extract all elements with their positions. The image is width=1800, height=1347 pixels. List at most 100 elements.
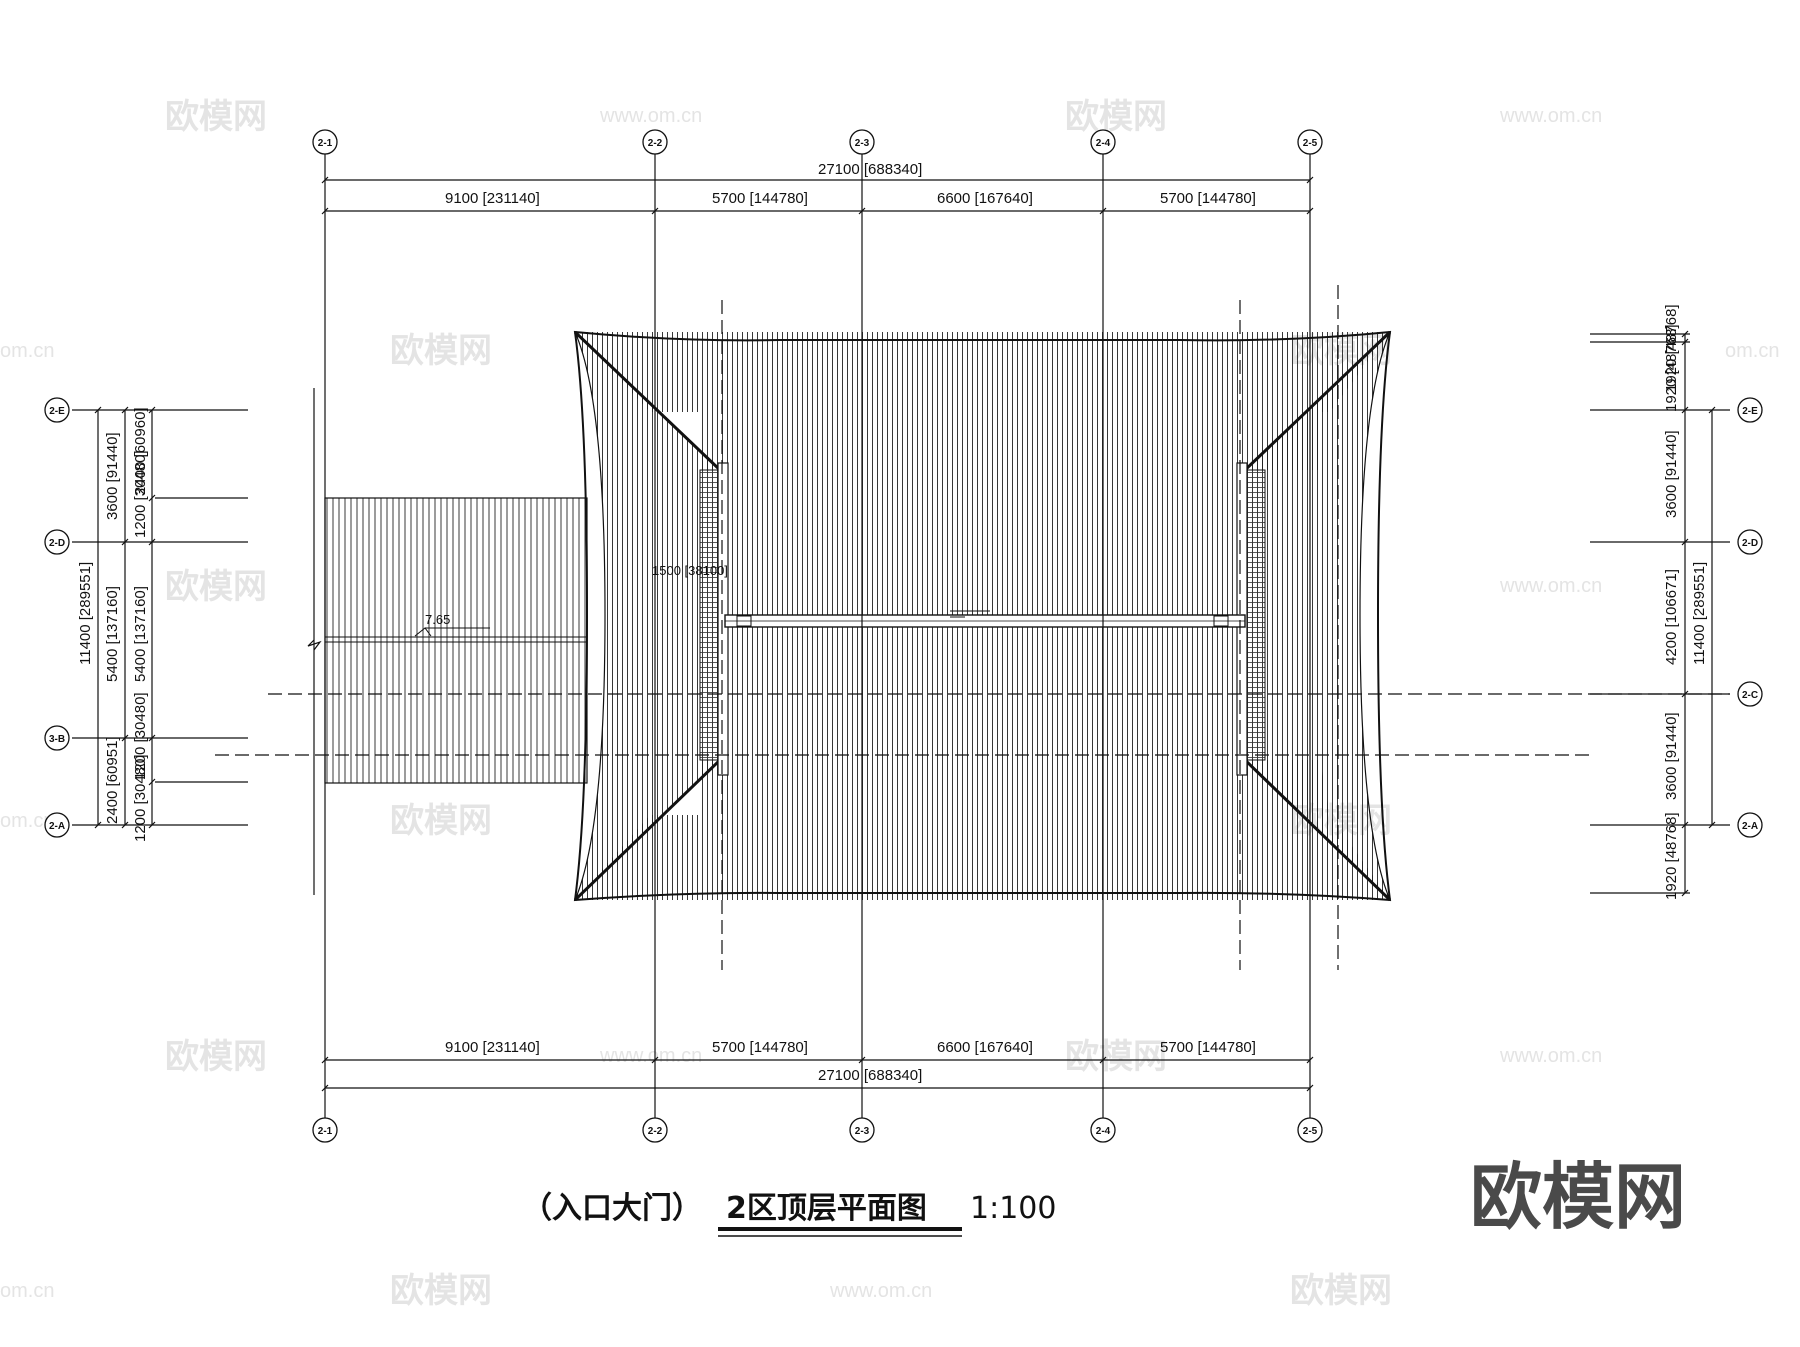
hip-ridge-ne — [1243, 330, 1392, 472]
left-hip-slope — [574, 331, 721, 901]
dim-left-inner-3: 5400 [137160] — [132, 586, 149, 682]
axis-bubble — [849, 1117, 875, 1143]
back-slope — [575, 332, 1390, 470]
watermark: 欧模网 — [1065, 1037, 1167, 1077]
ridge-dimension-label: 1500 [38100] — [652, 563, 728, 578]
dim-right-mid-1: 1920 [48768] — [1663, 324, 1680, 412]
axis-bubbles-top: 2-1 2-2 2-3 2-4 2-5 — [312, 129, 1323, 155]
watermark: www.om.cn — [829, 1280, 932, 1302]
axis-bubble — [1297, 129, 1323, 155]
axis-label: 2-3 — [855, 1126, 870, 1137]
dim-right-mid-2: 3600 [91440] — [1663, 430, 1680, 518]
dim-left-inner-1: 2400 [60960] — [132, 407, 149, 495]
axis-bubble — [44, 529, 70, 555]
left-gable — [699, 469, 721, 761]
watermark: www.om.cn — [599, 1045, 702, 1067]
watermark: 欧模网 — [390, 801, 492, 841]
watermark: www.om.cn — [1499, 1045, 1602, 1067]
axis-label: 2-C — [1742, 690, 1758, 701]
dim-left-inner-2: 1200 [30480] — [132, 450, 149, 538]
axis-label: 2-2 — [648, 138, 663, 149]
dim-span-bottom-2: 5700 [144780] — [712, 1039, 808, 1056]
watermark: www.om.cn — [1499, 105, 1602, 127]
watermarks: 欧模网 www.om.cn 欧模网 www.om.cn om.cn 欧模网 欧模… — [0, 97, 1779, 1311]
dim-left-inner-5: 1200 [30480] — [132, 754, 149, 842]
watermark: om.cn — [0, 1280, 54, 1302]
axis-label: 2-4 — [1096, 138, 1111, 149]
axis-label: 2-5 — [1303, 138, 1318, 149]
title-main: 2区顶层平面图 — [726, 1191, 927, 1226]
axis-label: 2-A — [49, 821, 65, 832]
axis-bubbles-right: 2-E 2-D 2-C 2-A — [1737, 397, 1763, 838]
dim-span-top-4: 5700 [144780] — [1160, 190, 1256, 207]
watermark: 欧模网 — [165, 567, 267, 607]
dim-left-outer: 11400 [289551] — [77, 562, 94, 665]
dimension-top — [321, 176, 1314, 215]
dim-overall-top: 27100 [688340] — [818, 161, 922, 178]
watermark: 欧模网 — [390, 1271, 492, 1311]
dim-left-mid-1: 3600 [91440] — [104, 432, 121, 520]
axis-bubble — [44, 812, 70, 838]
axis-bubbles-left: 2-E 2-D 3-B 2-A — [44, 397, 70, 838]
dim-left-mid-2: 5400 [137160] — [104, 586, 121, 682]
axis-label: 2-1 — [318, 1126, 333, 1137]
dim-span-top-3: 6600 [167640] — [937, 190, 1033, 207]
dim-overall-bottom: 27100 [688340] — [818, 1067, 922, 1084]
hip-ridge-se — [1243, 758, 1392, 902]
dim-right-top: 1920 [48768] — [1663, 304, 1680, 392]
watermark: 欧模网 — [165, 97, 267, 137]
axis-label: 2-E — [1742, 406, 1758, 417]
dim-span-bottom-3: 6600 [167640] — [937, 1039, 1033, 1056]
dimension-right — [1681, 330, 1716, 897]
axis-bubble — [1737, 812, 1763, 838]
brand-logo: 欧模网 — [1470, 1155, 1686, 1239]
axis-bubble — [1737, 397, 1763, 423]
axis-bubble — [642, 1117, 668, 1143]
axis-label: 2-4 — [1096, 1126, 1111, 1137]
front-slope — [575, 760, 1390, 900]
watermark: om.cn — [0, 340, 54, 362]
dim-span-top-2: 5700 [144780] — [712, 190, 808, 207]
hip-ridge-sw — [573, 758, 722, 902]
watermark: 欧模网 — [165, 1037, 267, 1077]
axis-bubble — [1297, 1117, 1323, 1143]
title-prefix: （入口大门） — [522, 1191, 702, 1226]
watermark: 欧模网 — [1290, 1271, 1392, 1311]
axis-label: 2-D — [1742, 538, 1758, 549]
axis-bubble — [1090, 129, 1116, 155]
dim-right-outer: 11400 [289551] — [1691, 562, 1708, 665]
watermark: om.cn — [1725, 340, 1779, 362]
axis-label: 2-3 — [855, 138, 870, 149]
drawing-title: （入口大门） 2区顶层平面图 1:100 — [522, 1191, 1056, 1237]
watermark: om.cn — [0, 810, 54, 832]
axis-label: 2-2 — [648, 1126, 663, 1137]
dim-span-bottom-4: 5700 [144780] — [1160, 1039, 1256, 1056]
axis-bubble — [1737, 681, 1763, 707]
dashed-lines — [215, 285, 1730, 970]
axis-label: 2-A — [1742, 821, 1758, 832]
watermark: www.om.cn — [1499, 575, 1602, 597]
axis-bubble — [44, 725, 70, 751]
watermark: 欧模网 — [390, 331, 492, 371]
dim-right-mid-4: 3600 [91440] — [1663, 712, 1680, 800]
hip-ridge-nw — [573, 330, 722, 472]
dim-right-mid-5: 1920 [48768] — [1663, 812, 1680, 900]
axis-bubble — [1090, 1117, 1116, 1143]
axis-bubble — [44, 397, 70, 423]
dim-right-mid-3: 4200 [106671] — [1663, 569, 1680, 665]
axis-label: 3-B — [49, 734, 65, 745]
axis-bubble — [849, 129, 875, 155]
dimension-left — [94, 406, 156, 829]
axis-label: 2-E — [49, 406, 65, 417]
right-hip-slope — [1244, 331, 1391, 901]
dim-left-inner-4: 1200 [30480] — [132, 692, 149, 780]
roof: 1500 [38100] 7.65 — [324, 330, 1392, 902]
watermark: www.om.cn — [599, 105, 702, 127]
dim-span-top-1: 9100 [231140] — [445, 190, 540, 207]
right-gable — [1244, 469, 1266, 761]
axis-label: 2-D — [49, 538, 65, 549]
dim-span-bottom-1: 9100 [231140] — [445, 1039, 540, 1056]
watermark: 欧模网 — [1065, 97, 1167, 137]
porch-roof — [324, 497, 588, 784]
